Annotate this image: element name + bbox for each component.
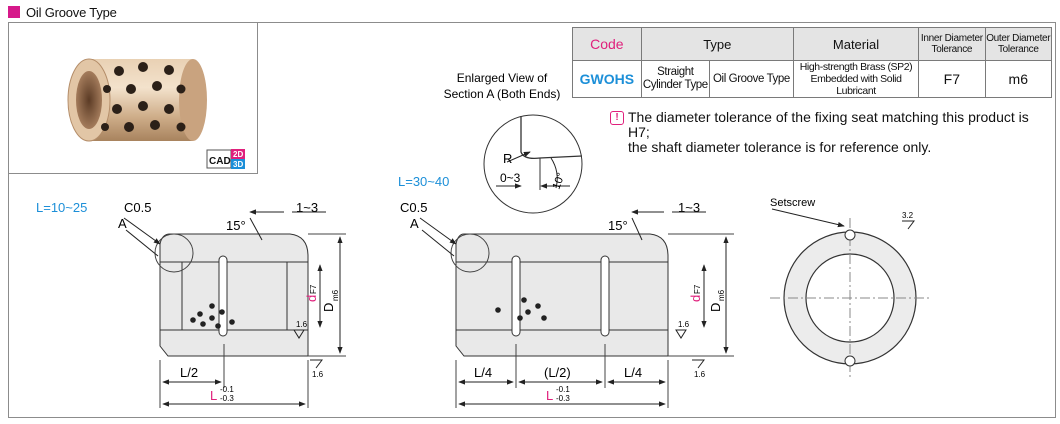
left-length: L	[210, 388, 217, 403]
right-groove: 1~3	[678, 200, 700, 215]
table-row: GWOHS Straight Cylinder Type Oil Groove …	[572, 60, 1053, 98]
right-outer-d-tol: m6	[717, 289, 726, 301]
left-rough-inner: 1.6	[296, 320, 308, 329]
col-outer-tolerance: Outer Diameter Tolerance	[984, 27, 1053, 61]
enlarged-radius: R	[503, 151, 512, 166]
col-type: Type	[640, 27, 794, 61]
enlarged-angle: 10°	[551, 171, 568, 191]
left-outer-d-tol: m6	[331, 289, 340, 301]
cad-3d-badge[interactable]: 3D	[233, 160, 243, 169]
left-inner-d-tol: F7	[309, 284, 318, 294]
product-photo: CAD 2D 3D	[9, 23, 258, 174]
end-view-roughness: 3.2	[902, 211, 914, 220]
cell-type-1: Straight Cylinder Type	[640, 60, 711, 98]
tolerance-note: ! The diameter tolerance of the fixing s…	[610, 109, 1052, 155]
right-angle: 15°	[608, 218, 628, 233]
enlarged-title-2: Section A (Both Ends)	[444, 87, 561, 101]
note-line-2: the shaft diameter tolerance is for refe…	[628, 139, 932, 155]
right-range-label: L=30~40	[398, 174, 449, 189]
cell-material: High-strength Brass (SP2) Embedded with …	[792, 60, 920, 98]
setscrew-label: Setscrew	[770, 197, 815, 209]
cad-2d-badge[interactable]: 2D	[233, 150, 243, 159]
section-header: Oil Groove Type	[8, 4, 117, 20]
left-tol-upper: -0.1	[220, 385, 234, 394]
right-tol-upper: -0.1	[556, 385, 570, 394]
left-angle: 15°	[226, 218, 246, 233]
right-quarter-left: L/4	[474, 365, 492, 380]
left-tol-lower: -0.3	[220, 394, 234, 403]
note-line-1: The diameter tolerance of the fixing sea…	[628, 109, 1029, 140]
right-quarter-right: L/4	[624, 365, 642, 380]
cell-inner-tolerance: F7	[918, 60, 986, 98]
spec-table-header-row: Code Type Material Inner Diameter Tolera…	[572, 27, 1053, 61]
left-half-label: L/2	[180, 365, 198, 380]
cell-type-2: Oil Groove Type	[709, 60, 794, 98]
right-inner-d-tol: F7	[693, 284, 702, 294]
col-material: Material	[792, 27, 920, 61]
right-half: (L/2)	[544, 365, 571, 380]
section-marker-icon	[8, 6, 20, 18]
end-view: Setscrew 3.2	[770, 197, 930, 378]
left-outer-d: D	[321, 303, 336, 312]
enlarged-title-1: Enlarged View of	[457, 71, 548, 85]
right-rough-outer: 1.6	[694, 370, 706, 379]
cell-code[interactable]: GWOHS	[572, 60, 642, 98]
spec-table: Code Type Material Inner Diameter Tolera…	[572, 27, 1053, 98]
left-rough-outer: 1.6	[312, 370, 324, 379]
right-chamfer: C0.5	[400, 200, 427, 215]
left-inner-d: d	[304, 295, 319, 302]
enlarged-range: 0~3	[500, 171, 521, 185]
cell-outer-tolerance: m6	[984, 60, 1053, 98]
left-chamfer: C0.5	[124, 200, 151, 215]
cad-label: CAD	[209, 156, 231, 167]
col-inner-tolerance: Inner Diameter Tolerance	[918, 27, 986, 61]
content-frame	[8, 22, 1056, 418]
right-outer-d: D	[708, 303, 723, 312]
section-title: Oil Groove Type	[26, 4, 117, 20]
enlarged-view: Enlarged View of Section A (Both Ends) R…	[444, 71, 583, 214]
bushing-photo-icon: CAD 2D 3D	[67, 58, 245, 169]
right-drawing: L=30~40 C0.5 A 15° 1~3 D m6 d F7 1.6 1.6	[398, 174, 734, 408]
left-drawing: L=10~25 C0.5 A 15° 1~3 D m6 d F7 1.6 1.	[36, 200, 346, 408]
left-groove: 1~3	[296, 200, 318, 215]
right-inner-d: d	[688, 295, 703, 302]
left-section: A	[118, 216, 127, 231]
right-length: L	[546, 388, 553, 403]
notice-icon: !	[610, 111, 624, 125]
left-range-label: L=10~25	[36, 200, 87, 215]
right-section: A	[410, 216, 419, 231]
right-rough-inner: 1.6	[678, 320, 690, 329]
right-tol-lower: -0.3	[556, 394, 570, 403]
